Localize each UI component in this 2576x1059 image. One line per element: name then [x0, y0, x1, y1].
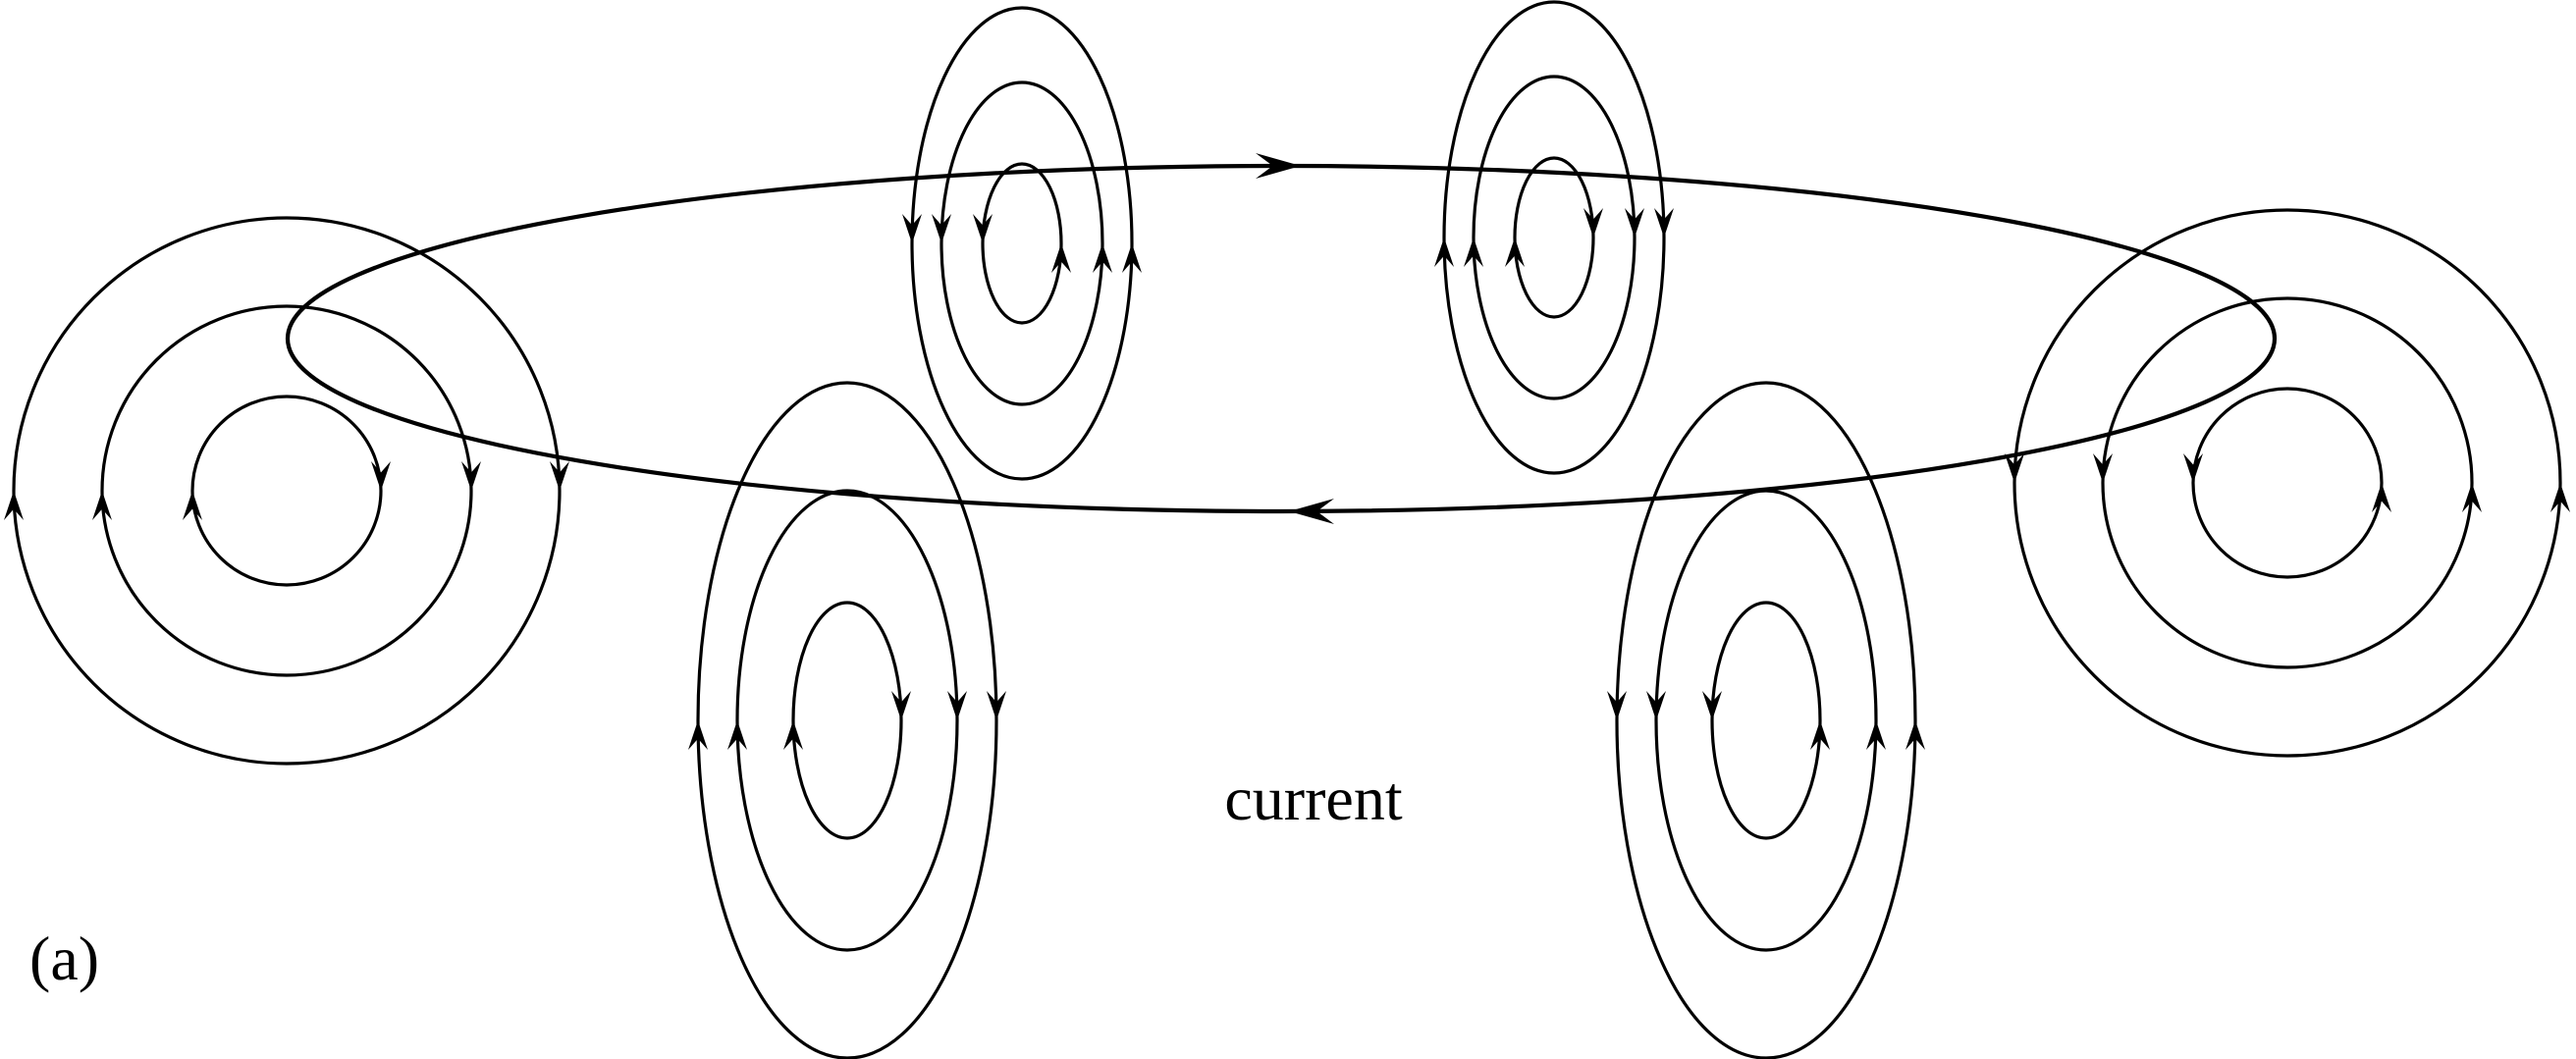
field-ring-arrow-left-2-left — [92, 491, 112, 520]
field-ring-arrow-bottom-left-2-right — [947, 691, 967, 720]
current-label: current — [1224, 764, 1402, 833]
field-ring-arrow-right-1-left — [2183, 453, 2203, 483]
field-ring-top-right-1 — [1513, 156, 1595, 319]
field-ring-arrow-top-left-1-left — [973, 214, 993, 243]
field-ring-arrow-right-2-right — [2462, 483, 2482, 512]
field-ring-arrow-left-1-right — [371, 461, 391, 491]
field-ring-arrow-bottom-right-1-right — [1810, 720, 1830, 750]
field-ring-left-3 — [12, 216, 562, 766]
field-ring-left-1 — [190, 395, 383, 587]
field-ring-cluster-top-left — [902, 6, 1142, 481]
field-ring-right-1 — [2191, 387, 2384, 579]
field-ring-arrow-top-right-1-right — [1583, 208, 1603, 238]
field-ring-arrow-top-right-3-right — [1654, 208, 1674, 238]
field-ring-arrow-top-right-2-left — [1464, 238, 1483, 267]
current-direction-arrow-top — [1256, 153, 1301, 179]
field-ring-arrow-top-left-3-right — [1122, 243, 1142, 273]
current-loop-ellipse — [285, 163, 2278, 514]
field-ring-arrow-top-right-3-left — [1434, 238, 1454, 267]
field-ring-arrow-top-left-3-left — [902, 214, 922, 243]
panel-label: (a) — [29, 924, 99, 993]
field-ring-bottom-right-1 — [1710, 601, 1822, 840]
current-loop — [285, 153, 2278, 524]
field-ring-top-left-1 — [981, 162, 1063, 325]
field-ring-top-right-2 — [1472, 75, 1637, 400]
field-ring-arrow-bottom-right-2-right — [1866, 720, 1886, 750]
field-ring-arrow-top-right-1-left — [1505, 238, 1525, 267]
field-ring-bottom-right-3 — [1615, 381, 1917, 1059]
field-ring-right-3 — [2012, 208, 2562, 758]
field-ring-arrow-bottom-left-3-right — [987, 691, 1006, 720]
field-ring-arrow-left-1-left — [183, 491, 202, 520]
field-ring-top-left-2 — [939, 80, 1104, 406]
field-ring-arrow-bottom-left-1-left — [783, 720, 803, 750]
field-ring-arrow-right-3-right — [2550, 483, 2570, 512]
field-ring-arrow-right-2-left — [2093, 453, 2113, 483]
field-ring-bottom-left-2 — [735, 489, 959, 952]
field-ring-arrow-left-3-right — [550, 461, 569, 491]
field-ring-cluster-bottom-left — [688, 381, 1006, 1059]
magnetic-field-rings — [4, 0, 2570, 1059]
field-ring-arrow-bottom-right-3-right — [1905, 720, 1925, 750]
field-ring-arrow-top-left-2-right — [1093, 243, 1112, 273]
field-ring-bottom-right-2 — [1654, 489, 1878, 952]
field-ring-arrow-left-3-left — [4, 491, 24, 520]
field-ring-arrow-bottom-left-3-left — [688, 720, 708, 750]
field-ring-cluster-top-right — [1434, 0, 1674, 475]
field-ring-arrow-bottom-right-3-left — [1607, 691, 1627, 720]
field-ring-cluster-right — [2005, 208, 2570, 758]
field-ring-arrow-bottom-right-1-left — [1702, 691, 1722, 720]
field-ring-arrow-top-right-2-right — [1625, 208, 1644, 238]
field-ring-arrow-left-2-right — [461, 461, 481, 491]
field-ring-cluster-left — [4, 216, 569, 766]
field-ring-right-2 — [2101, 296, 2474, 669]
field-ring-arrow-top-left-2-left — [932, 214, 951, 243]
field-ring-bottom-left-1 — [791, 601, 903, 840]
field-ring-arrow-top-left-1-right — [1051, 243, 1071, 273]
current-direction-arrow-bottom — [1289, 499, 1334, 524]
field-ring-top-right-3 — [1442, 0, 1666, 475]
field-ring-cluster-bottom-right — [1607, 381, 1925, 1059]
field-ring-top-left-3 — [910, 6, 1134, 481]
field-ring-arrow-right-1-right — [2372, 483, 2391, 512]
field-ring-arrow-bottom-right-2-left — [1646, 691, 1666, 720]
field-ring-left-2 — [100, 304, 473, 677]
field-ring-arrow-bottom-left-1-right — [891, 691, 911, 720]
field-ring-arrow-bottom-left-2-left — [727, 720, 747, 750]
field-ring-arrow-right-3-left — [2005, 453, 2024, 483]
